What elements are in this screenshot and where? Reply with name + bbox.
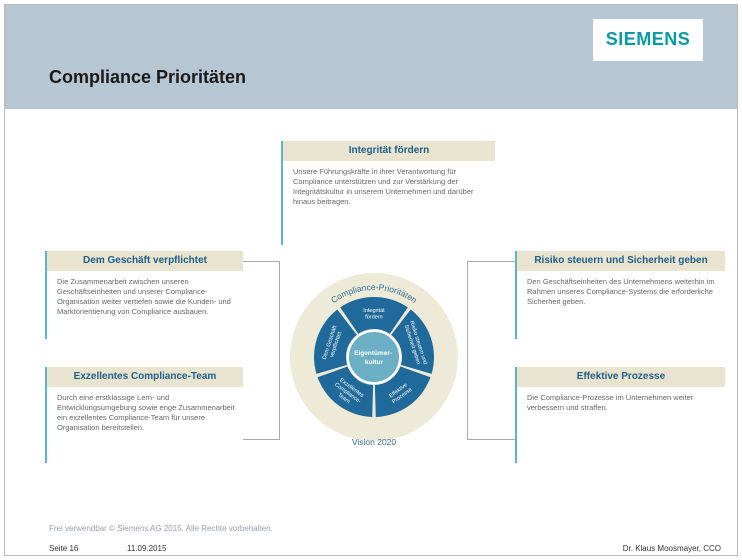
card-text: Die Compliance-Prozesse im Unternehmen w… bbox=[515, 387, 725, 463]
slide-header: SIEMENS Compliance Prioritäten bbox=[5, 5, 737, 109]
footer-date: 11.09.2015 bbox=[127, 544, 167, 553]
center-circle bbox=[347, 330, 401, 384]
priorities-wheel: Compliance-Prioritäten Vision 2020 Integ… bbox=[290, 273, 458, 447]
connector-right-bottom bbox=[467, 439, 515, 440]
connector-left-vertical bbox=[279, 261, 280, 439]
card-text: Durch eine erstklassige Lern- und Entwic… bbox=[45, 387, 243, 463]
card-team: Exzellentes Compliance-Team Durch eine e… bbox=[45, 367, 243, 463]
connector-right-top bbox=[467, 261, 515, 262]
card-title: Risiko steuern und Sicherheit geben bbox=[515, 251, 725, 271]
footer-author: Dr. Klaus Moosmayer, CCO bbox=[622, 544, 721, 553]
segment-risiko bbox=[391, 309, 434, 374]
card-title: Effektive Prozesse bbox=[515, 367, 725, 387]
card-text: Den Geschäftseinheiten des Unternehmens … bbox=[515, 271, 725, 339]
card-risiko: Risiko steuern und Sicherheit geben Den … bbox=[515, 251, 725, 339]
segment-geschaeft bbox=[314, 309, 357, 374]
segment-team bbox=[317, 366, 374, 417]
footer-page-number: Seite 16 bbox=[49, 544, 79, 553]
connector-left-top bbox=[243, 261, 280, 262]
card-text: Die Zusammenarbeit zwischen unseren Gesc… bbox=[45, 271, 243, 339]
footer-copyright: Frei verwendbar © Siemens AG 2015. Alle … bbox=[49, 524, 273, 533]
logo-text: SIEMENS bbox=[605, 29, 691, 49]
card-title: Dem Geschäft verpflichtet bbox=[45, 251, 243, 271]
card-prozesse: Effektive Prozesse Die Compliance-Prozes… bbox=[515, 367, 725, 463]
card-title: Integrität fördern bbox=[281, 141, 495, 161]
segment-prozesse bbox=[374, 366, 431, 417]
outer-bottom-label: Vision 2020 bbox=[352, 437, 397, 447]
card-geschaeft: Dem Geschäft verpflichtet Die Zusammenar… bbox=[45, 251, 243, 339]
connector-left-bottom bbox=[243, 439, 280, 440]
card-title: Exzellentes Compliance-Team bbox=[45, 367, 243, 387]
card-integritaet: Integrität fördern Unsere Führungskräfte… bbox=[281, 141, 495, 245]
siemens-logo: SIEMENS bbox=[593, 19, 703, 61]
segment-integritaet bbox=[340, 297, 408, 334]
connector-right-vertical bbox=[467, 261, 468, 439]
slide: SIEMENS Compliance Prioritäten Integritä… bbox=[4, 4, 738, 556]
page-title: Compliance Prioritäten bbox=[49, 67, 247, 87]
card-text: Unsere Führungskräfte in ihrer Verantwor… bbox=[281, 161, 495, 245]
center-label: Eigentümer- kultur bbox=[354, 350, 394, 366]
